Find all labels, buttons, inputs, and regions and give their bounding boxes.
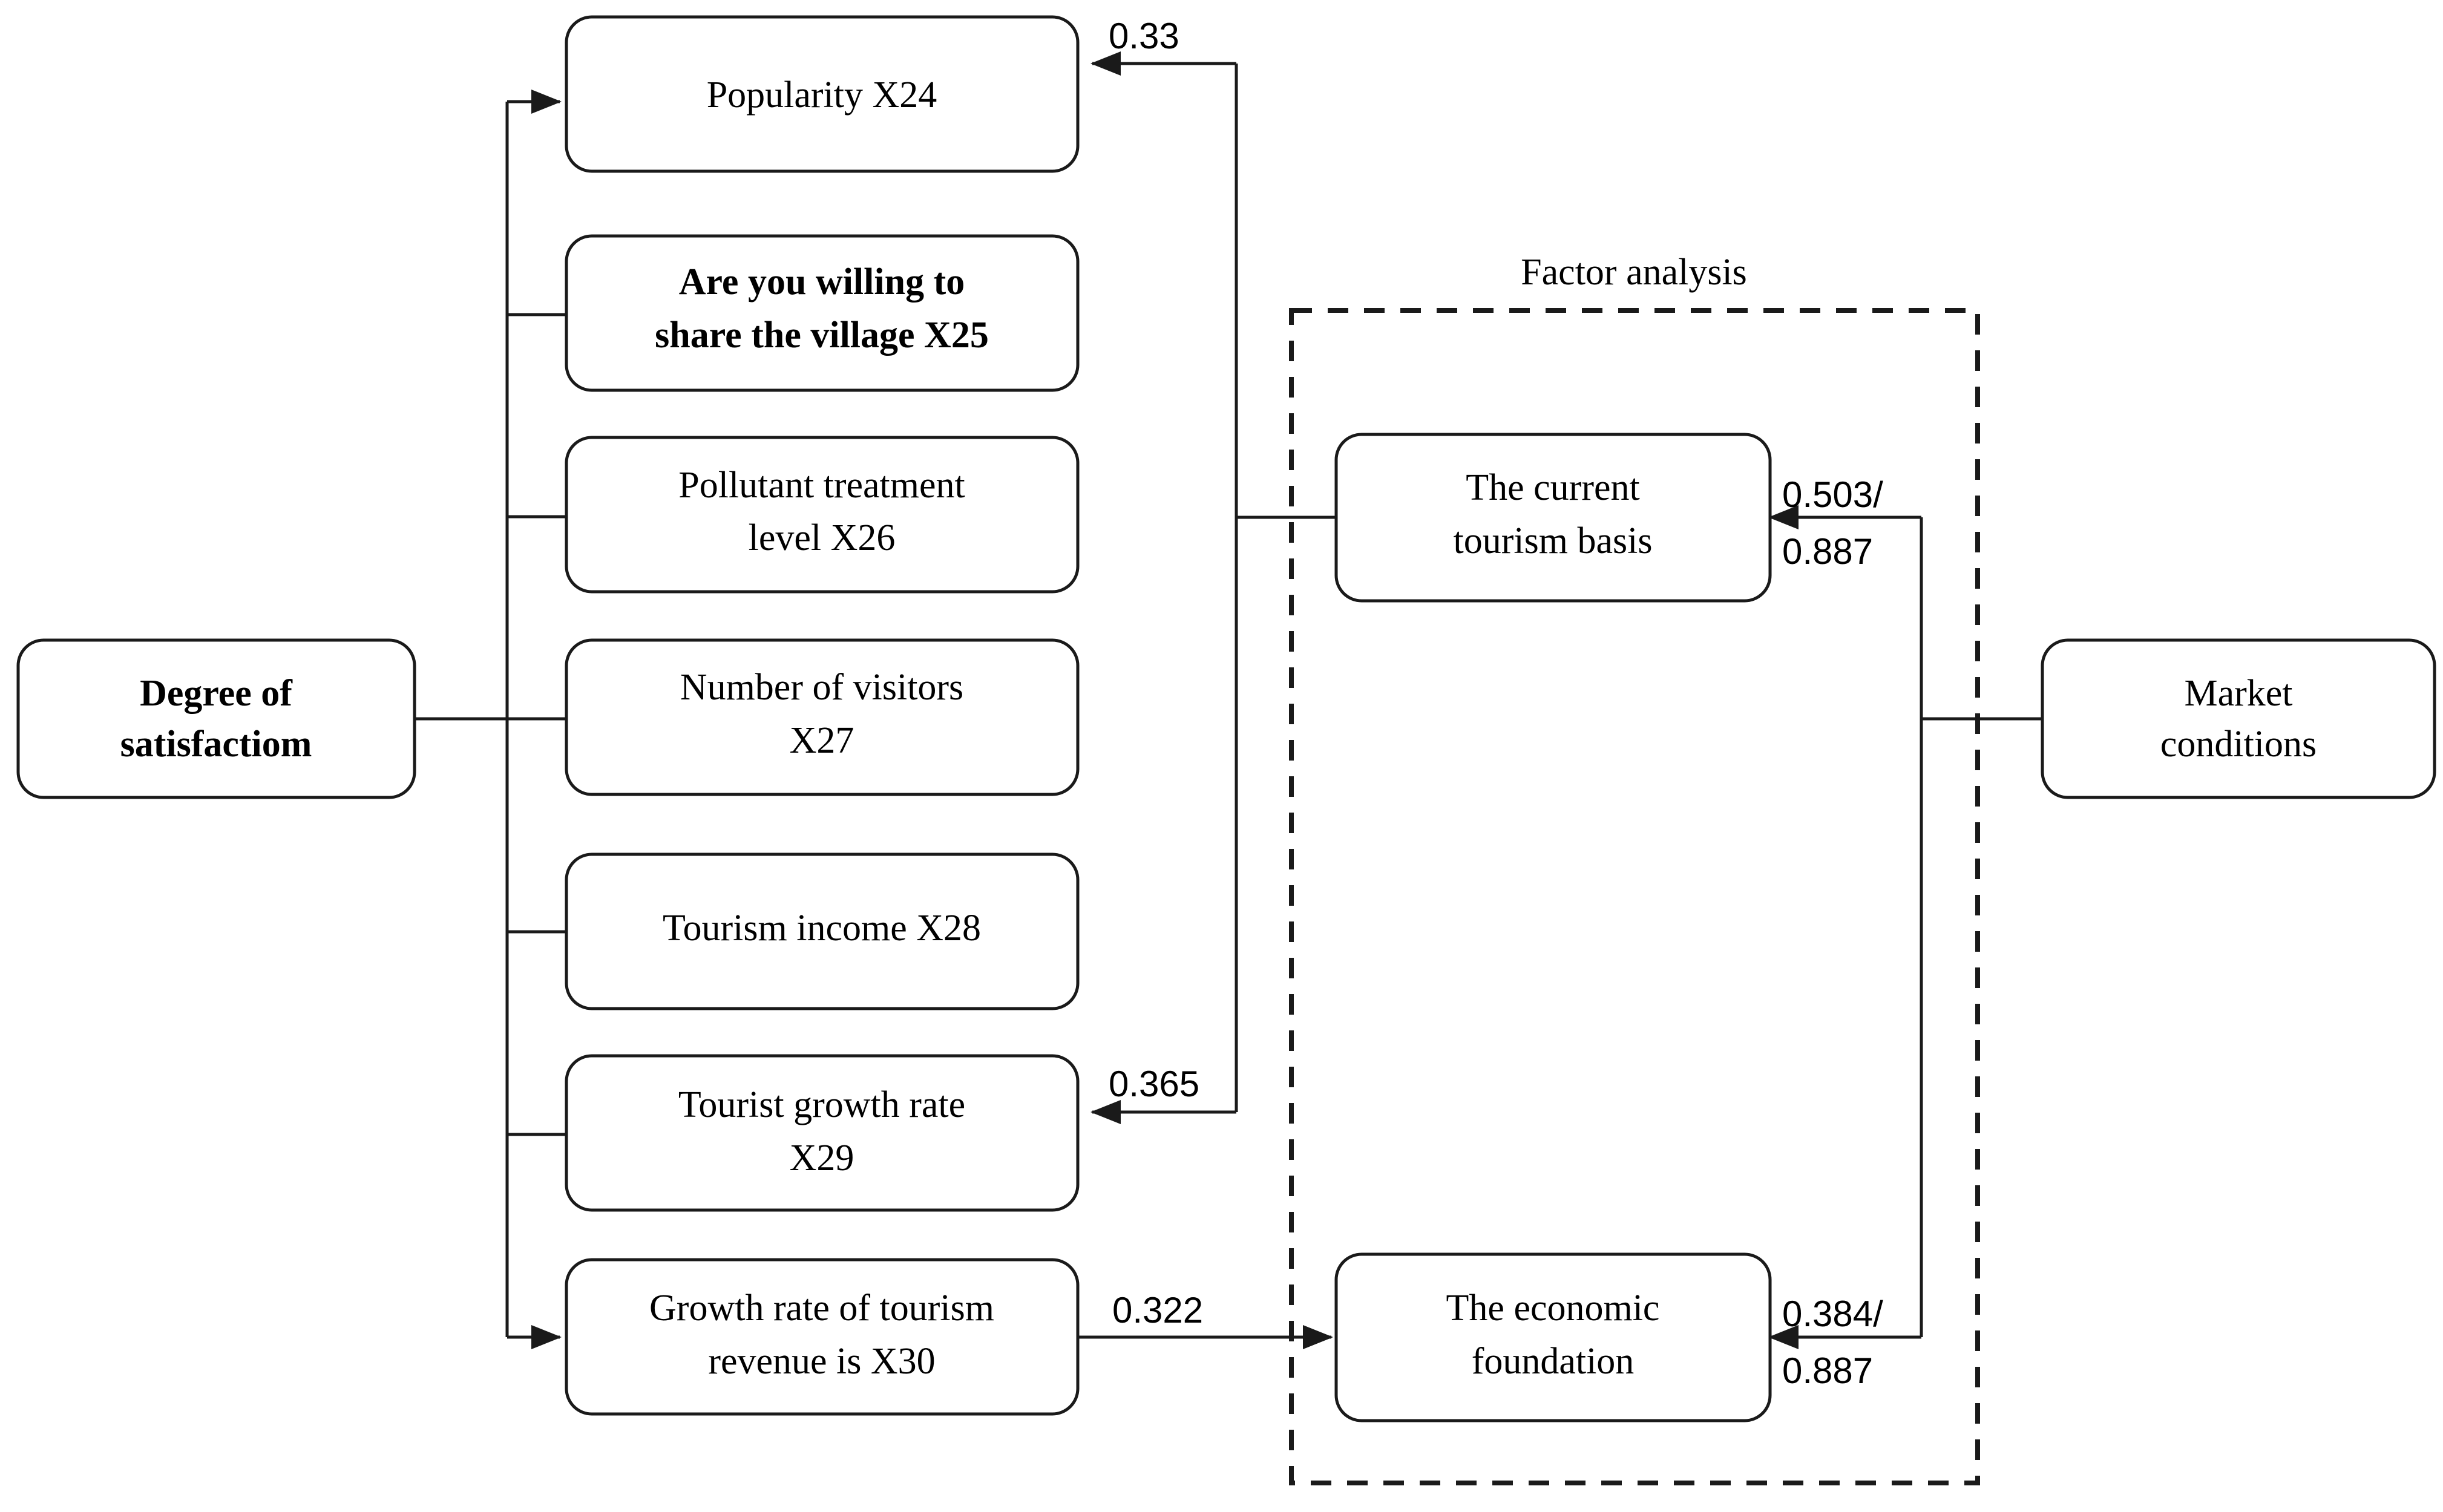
- node-economic-foundation-line2: foundation: [1472, 1341, 1635, 1382]
- node-x24-popularity[interactable]: Popularity X24: [565, 15, 1080, 173]
- factor-to-indicator-connectors: [1090, 51, 1336, 1124]
- node-x26-shape: [565, 436, 1080, 594]
- node-x24-shape: [565, 15, 1080, 173]
- node-current-tourism-basis-line1: The current: [1466, 467, 1639, 508]
- node-economic-foundation[interactable]: The economic foundation: [1334, 1252, 1772, 1422]
- node-x25-shape: [565, 234, 1080, 392]
- node-x30-line1: Growth rate of tourism: [649, 1288, 994, 1329]
- node-market-conditions-line1: Market: [2184, 673, 2292, 714]
- factor-analysis-group-box: [1289, 308, 1980, 1485]
- node-x25-line1: Are you willing to: [679, 261, 965, 303]
- left-connector-bus: [415, 90, 566, 1349]
- node-market-conditions-shape: [2041, 638, 2436, 799]
- node-x26-line2: level X26: [749, 517, 896, 558]
- edge-label-econ-from-market-top: 0.384/: [1782, 1294, 1883, 1334]
- node-economic-foundation-shape: [1334, 1252, 1772, 1422]
- node-x27-line2: X27: [790, 720, 854, 761]
- factor-analysis-title: Factor analysis: [1521, 252, 1747, 293]
- edge-label-to-popularity: 0.33: [1109, 16, 1179, 56]
- node-x24-line1: Popularity X24: [707, 74, 937, 116]
- node-degree-of-satisfaction-shape: [16, 638, 416, 799]
- edge-label-to-tourist-growth-rate: 0.365: [1109, 1064, 1199, 1104]
- node-x25-line2: share the village X25: [655, 315, 989, 356]
- edge-label-basis-from-market-top: 0.503/: [1782, 474, 1883, 515]
- node-x27-line1: Number of visitors: [680, 667, 963, 708]
- node-degree-of-satisfaction-line1: Degree of: [140, 673, 293, 714]
- node-x28-shape: [565, 853, 1080, 1010]
- node-market-conditions[interactable]: Market conditions: [2041, 638, 2436, 799]
- node-x29-line2: X29: [790, 1137, 854, 1179]
- node-x26-pollutant-treatment[interactable]: Pollutant treatment level X26: [565, 436, 1080, 594]
- node-x29-tourist-growth-rate[interactable]: Tourist growth rate X29: [565, 1054, 1080, 1212]
- edge-label-basis-from-market-bottom: 0.887: [1782, 531, 1873, 572]
- node-economic-foundation-line1: The economic: [1446, 1288, 1660, 1329]
- node-current-tourism-basis-shape: [1334, 433, 1772, 603]
- node-x27-number-of-visitors[interactable]: Number of visitors X27: [565, 638, 1080, 796]
- node-current-tourism-basis[interactable]: The current tourism basis: [1334, 433, 1772, 603]
- node-degree-of-satisfaction[interactable]: Degree of satisfactiom: [16, 638, 416, 799]
- edge-label-to-economic-foundation: 0.322: [1112, 1290, 1203, 1330]
- node-x29-line1: Tourist growth rate: [678, 1084, 965, 1125]
- node-x28-line1: Tourism income X28: [663, 908, 981, 949]
- node-market-conditions-line2: conditions: [2160, 724, 2317, 765]
- node-x30-growth-rate-tourism-revenue[interactable]: Growth rate of tourism revenue is X30: [565, 1258, 1080, 1416]
- market-to-factors-connectors: [1768, 505, 2042, 1349]
- node-current-tourism-basis-line2: tourism basis: [1454, 520, 1653, 561]
- node-degree-of-satisfaction-line2: satisfactiom: [120, 724, 312, 765]
- node-x30-line2: revenue is X30: [708, 1341, 935, 1382]
- node-x26-line1: Pollutant treatment: [678, 465, 965, 506]
- node-x25-share-village[interactable]: Are you willing to share the village X25: [565, 234, 1080, 392]
- node-x28-tourism-income[interactable]: Tourism income X28: [565, 853, 1080, 1010]
- edge-label-econ-from-market-bottom: 0.887: [1782, 1350, 1873, 1391]
- node-x30-shape: [565, 1258, 1080, 1416]
- node-x29-shape: [565, 1054, 1080, 1212]
- node-x27-shape: [565, 638, 1080, 796]
